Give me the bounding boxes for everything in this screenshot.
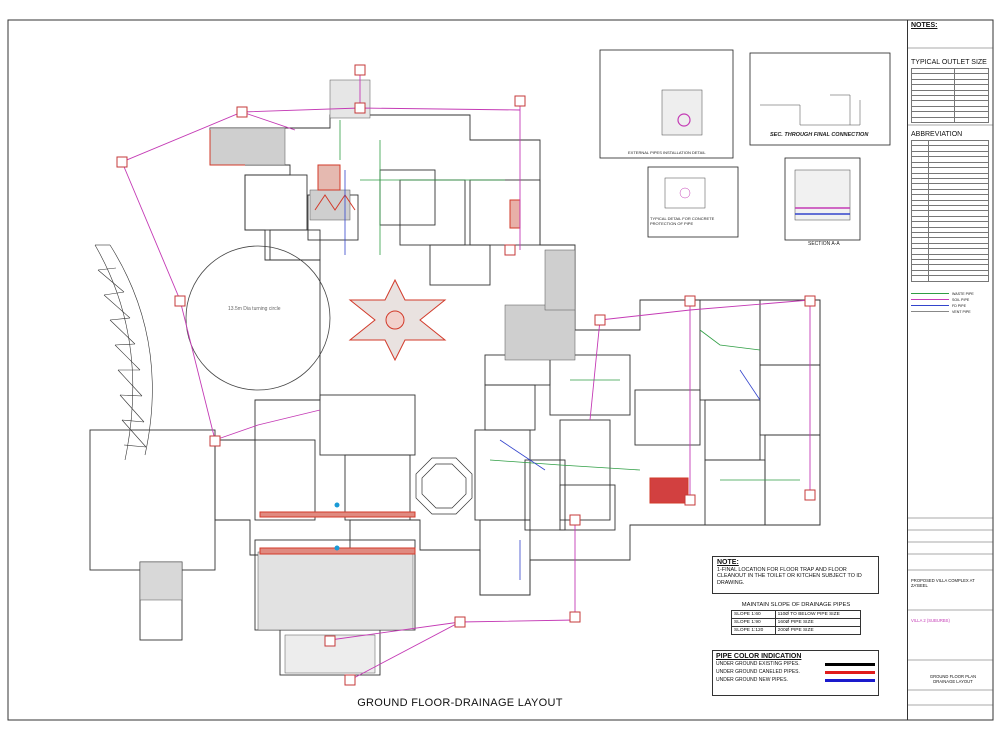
note-text: 1-FINAL LOCATION FOR FLOOR TRAP AND FLOO… [717, 566, 862, 586]
pipe-color-title: PIPE COLOR INDICATION [716, 653, 802, 660]
legend-line [911, 311, 949, 313]
project-name: PROPOSED VILLA COMPLEX AT ZA'BEEL [911, 578, 975, 588]
drawing-title: GROUND FLOOR PLAN DRAINAGE LAYOUT [929, 674, 977, 684]
pipe-color-swatch [825, 670, 875, 674]
slope-cell: 160Ø PIPE SIZE [774, 618, 862, 627]
pipe-color-row: UNDER GROUND CANELED PIPES. [716, 668, 875, 676]
legend-soil-pipe: SOIL PIPE [911, 298, 991, 302]
slope-cell: SLOPE 1:60 [731, 610, 776, 619]
legend-label: SOIL PIPE [952, 297, 970, 302]
pipe-color-swatch [825, 662, 875, 666]
legend-fd-pipe: FD PIPE [911, 304, 991, 308]
red-features [209, 130, 689, 555]
plan-title: GROUND FLOOR-DRAINAGE LAYOUT [357, 697, 563, 709]
detail-caption-concrete-protection: TYPICAL DETAIL FOR CONCRETE PROTECTION O… [650, 216, 715, 226]
pipe-color-indication: PIPE COLOR INDICATION UNDER GROUND EXIST… [712, 650, 879, 696]
legend-line [911, 305, 949, 307]
slope-cell: SLOPE 1:120 [731, 626, 776, 635]
legend-waste-pipe: WASTE PIPE [911, 292, 991, 296]
pipe-color-label: UNDER GROUND EXISTING PIPES. [716, 661, 800, 667]
hatched-areas [139, 79, 576, 674]
abbreviation-table [911, 140, 989, 282]
octagon-court [415, 457, 473, 515]
slope-title: MAINTAIN SLOPE OF DRAINAGE PIPES [741, 602, 851, 608]
notes-heading: NOTES: [911, 22, 938, 29]
legend-label: FD PIPE [952, 303, 966, 308]
detail-caption-external-pipe: EXTERNAL PIPES INSTALLATION DETAIL [628, 150, 706, 155]
building-outline [89, 114, 821, 676]
manholes [116, 64, 816, 686]
pipe-color-row: UNDER GROUND NEW PIPES. [716, 676, 875, 684]
waste-pipe-network [339, 120, 800, 481]
slope-table: MAINTAIN SLOPE OF DRAINAGE PIPES SLOPE 1… [731, 602, 862, 635]
legend-label: WASTE PIPE [952, 291, 974, 296]
villa-name: VILLA 2 (SUBURBS) [911, 618, 950, 623]
turning-circle-label: 13.5m Dia turning circle [228, 306, 281, 312]
slope-cell: 200Ø PIPE SIZE [774, 626, 862, 635]
outlet-size-table [911, 67, 989, 124]
turning-circle [185, 245, 331, 391]
pipe-color-label: UNDER GROUND NEW PIPES. [716, 677, 788, 683]
legend-line [911, 293, 949, 295]
slope-cell: 110Ø TO BELOW PIPE SIZE [774, 610, 862, 619]
curved-canopy-truss [94, 244, 153, 461]
detail-caption-final-connection: SEC. THROUGH FINAL CONNECTION [770, 132, 869, 138]
typical-outlet-size-heading: TYPICAL OUTLET SIZE [911, 59, 987, 66]
slope-cell: SLOPE 1:90 [731, 618, 776, 627]
legend-label: VENT PIPE [952, 309, 971, 314]
title-block: NOTES: TYPICAL OUTLET SIZE ABBREVIATION [907, 20, 994, 720]
legend-line [911, 299, 949, 301]
pipe-color-row: UNDER GROUND EXISTING PIPES. [716, 660, 875, 668]
note-box: NOTE: 1-FINAL LOCATION FOR FLOOR TRAP AN… [712, 556, 879, 594]
detail-caption-section: SECTION A-A [808, 241, 840, 247]
pipe-color-label: UNDER GROUND CANELED PIPES. [716, 669, 800, 675]
abbreviation-heading: ABBREVIATION [911, 131, 963, 139]
pipe-color-swatch [825, 678, 875, 682]
detail-boxes [599, 49, 891, 241]
fd-pipe-network [344, 170, 761, 580]
note-title: NOTE: [717, 559, 739, 566]
legend-vent-pipe: VENT PIPE [911, 310, 991, 314]
